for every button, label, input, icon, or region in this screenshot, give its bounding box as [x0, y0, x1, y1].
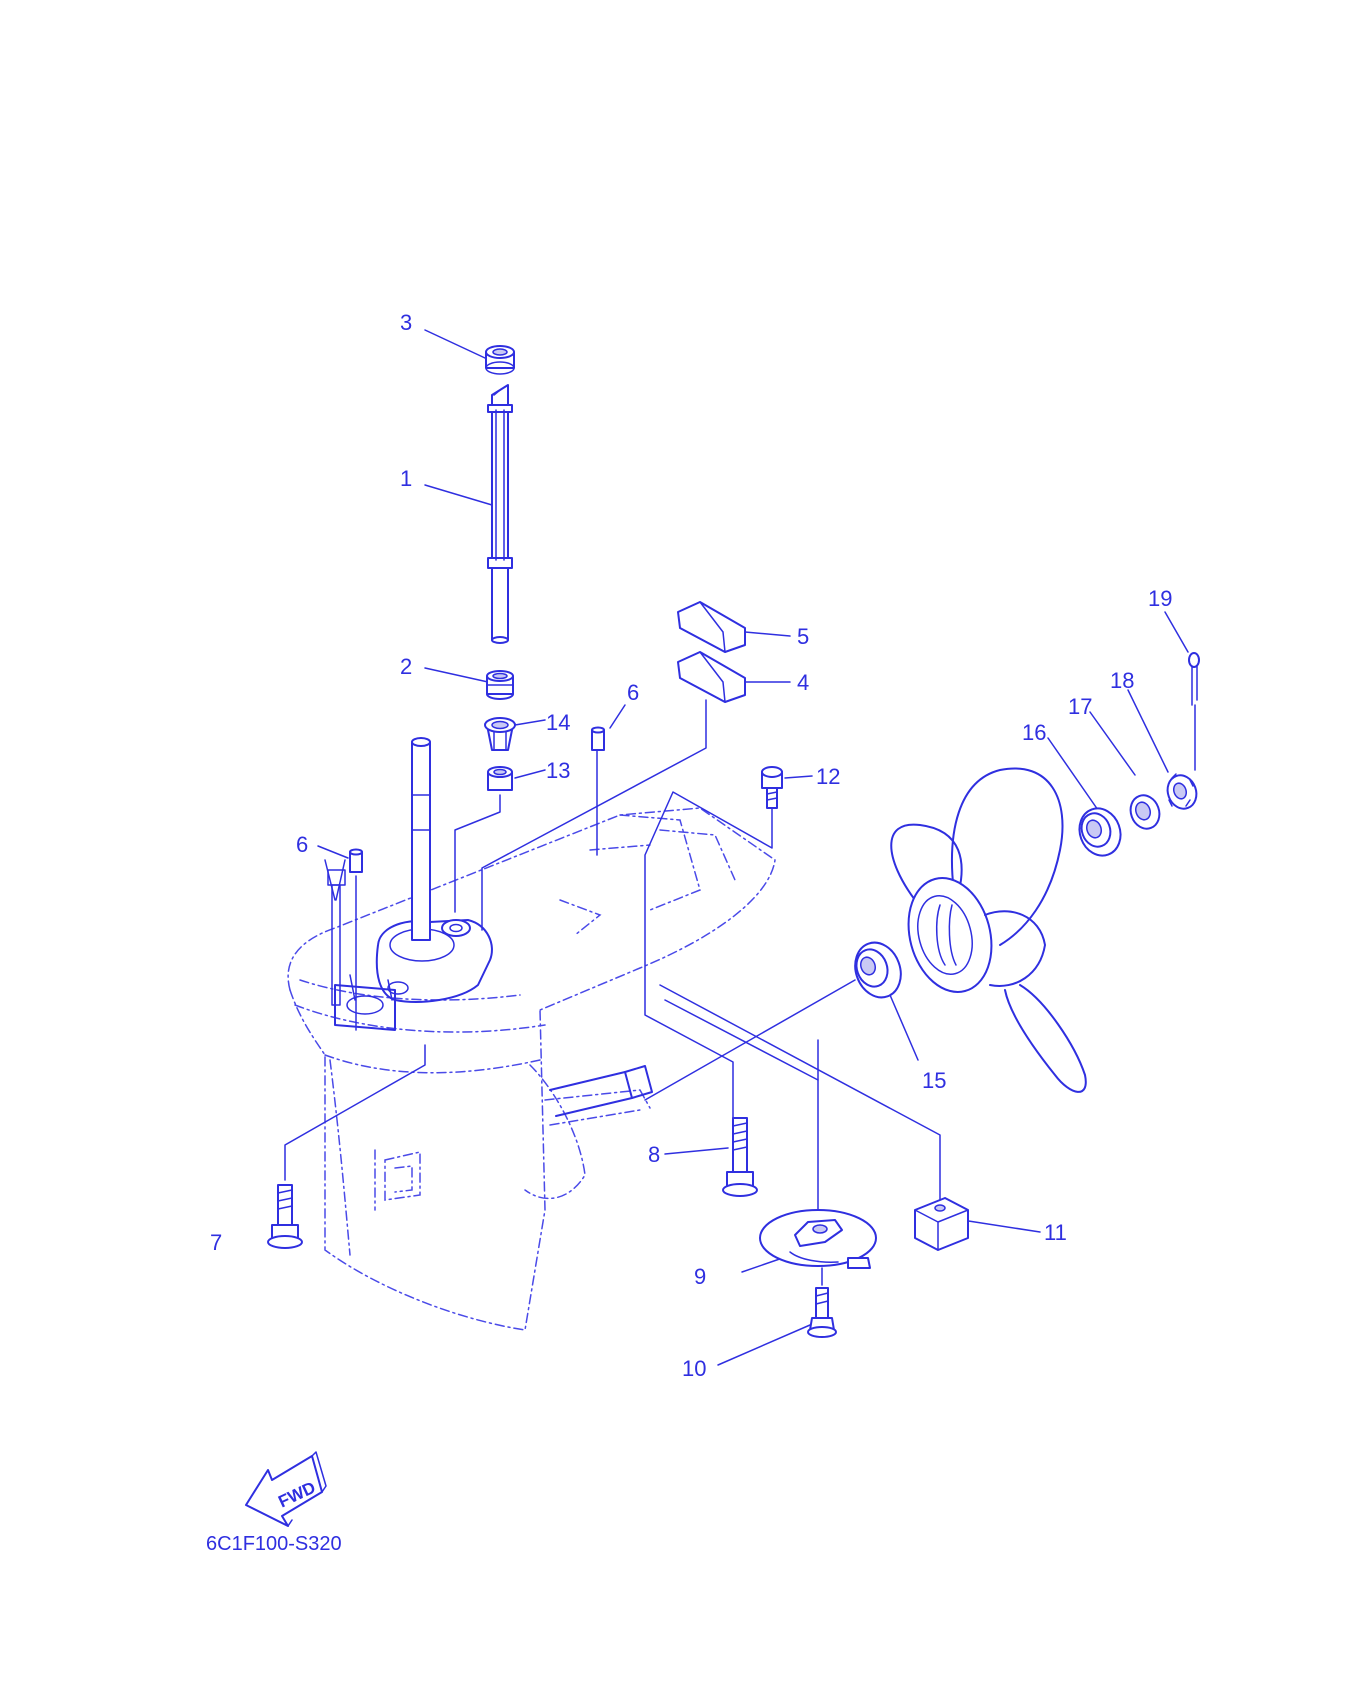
callout-9: 9 — [694, 1264, 706, 1289]
part-11-anode — [914, 1197, 969, 1251]
part-2-bushing — [486, 670, 514, 700]
callout-1: 1 — [400, 466, 412, 491]
callout-labels: 3 1 2 14 13 5 4 6 6 12 7 8 9 10 11 15 16… — [210, 310, 1172, 1381]
lower-unit-housing — [287, 807, 776, 1331]
drive-shaft-installed — [411, 737, 431, 941]
part-14-grommet — [484, 717, 516, 751]
leader-lines — [284, 329, 1196, 1366]
callout-17: 17 — [1068, 694, 1092, 719]
callout-19: 19 — [1148, 586, 1172, 611]
part-13-seal — [487, 766, 513, 791]
callout-8: 8 — [648, 1142, 660, 1167]
part-5-rubber-seal — [677, 601, 746, 653]
callout-10: 10 — [682, 1356, 706, 1381]
diagram-code: 6C1F100-S320 — [206, 1533, 342, 1555]
callout-13: 13 — [546, 758, 570, 783]
part-6-dowel-pin-lower — [349, 848, 363, 873]
callout-5: 5 — [797, 624, 809, 649]
callout-2: 2 — [400, 654, 412, 679]
callout-4: 4 — [797, 670, 809, 695]
propeller — [890, 767, 1087, 1093]
callout-11: 11 — [1044, 1220, 1067, 1245]
callout-15: 15 — [922, 1068, 946, 1093]
part-10-screw — [807, 1287, 837, 1338]
part-18-nut — [1166, 773, 1198, 810]
fwd-arrow-icon: FWD — [245, 1451, 327, 1527]
callout-18: 18 — [1110, 668, 1134, 693]
part-4-rubber-seal — [677, 651, 746, 703]
callout-7: 7 — [210, 1230, 222, 1255]
part-19-cotter-pin — [1188, 652, 1200, 706]
part-15-spacer — [854, 941, 902, 999]
callout-14: 14 — [546, 710, 570, 735]
part-6-dowel-pin-upper — [591, 726, 605, 751]
part-7-bolt — [267, 1184, 303, 1249]
callout-16: 16 — [1022, 720, 1046, 745]
callout-3: 3 — [400, 310, 412, 335]
shift-rod — [324, 859, 346, 1006]
part-9-anode-plate — [759, 1209, 877, 1269]
callout-6-lower: 6 — [296, 832, 308, 857]
callout-12: 12 — [816, 764, 840, 789]
water-pump-housing — [334, 919, 493, 1031]
part-12-bolt — [761, 766, 783, 809]
part-3-bushing — [485, 345, 515, 375]
callout-6-upper: 6 — [627, 680, 639, 705]
propeller-shaft — [549, 1065, 653, 1117]
part-16-spacer — [1078, 807, 1122, 857]
part-1-drive-shaft — [487, 384, 513, 644]
part-17-washer — [1129, 794, 1161, 830]
part-8-bolt — [722, 1117, 758, 1197]
